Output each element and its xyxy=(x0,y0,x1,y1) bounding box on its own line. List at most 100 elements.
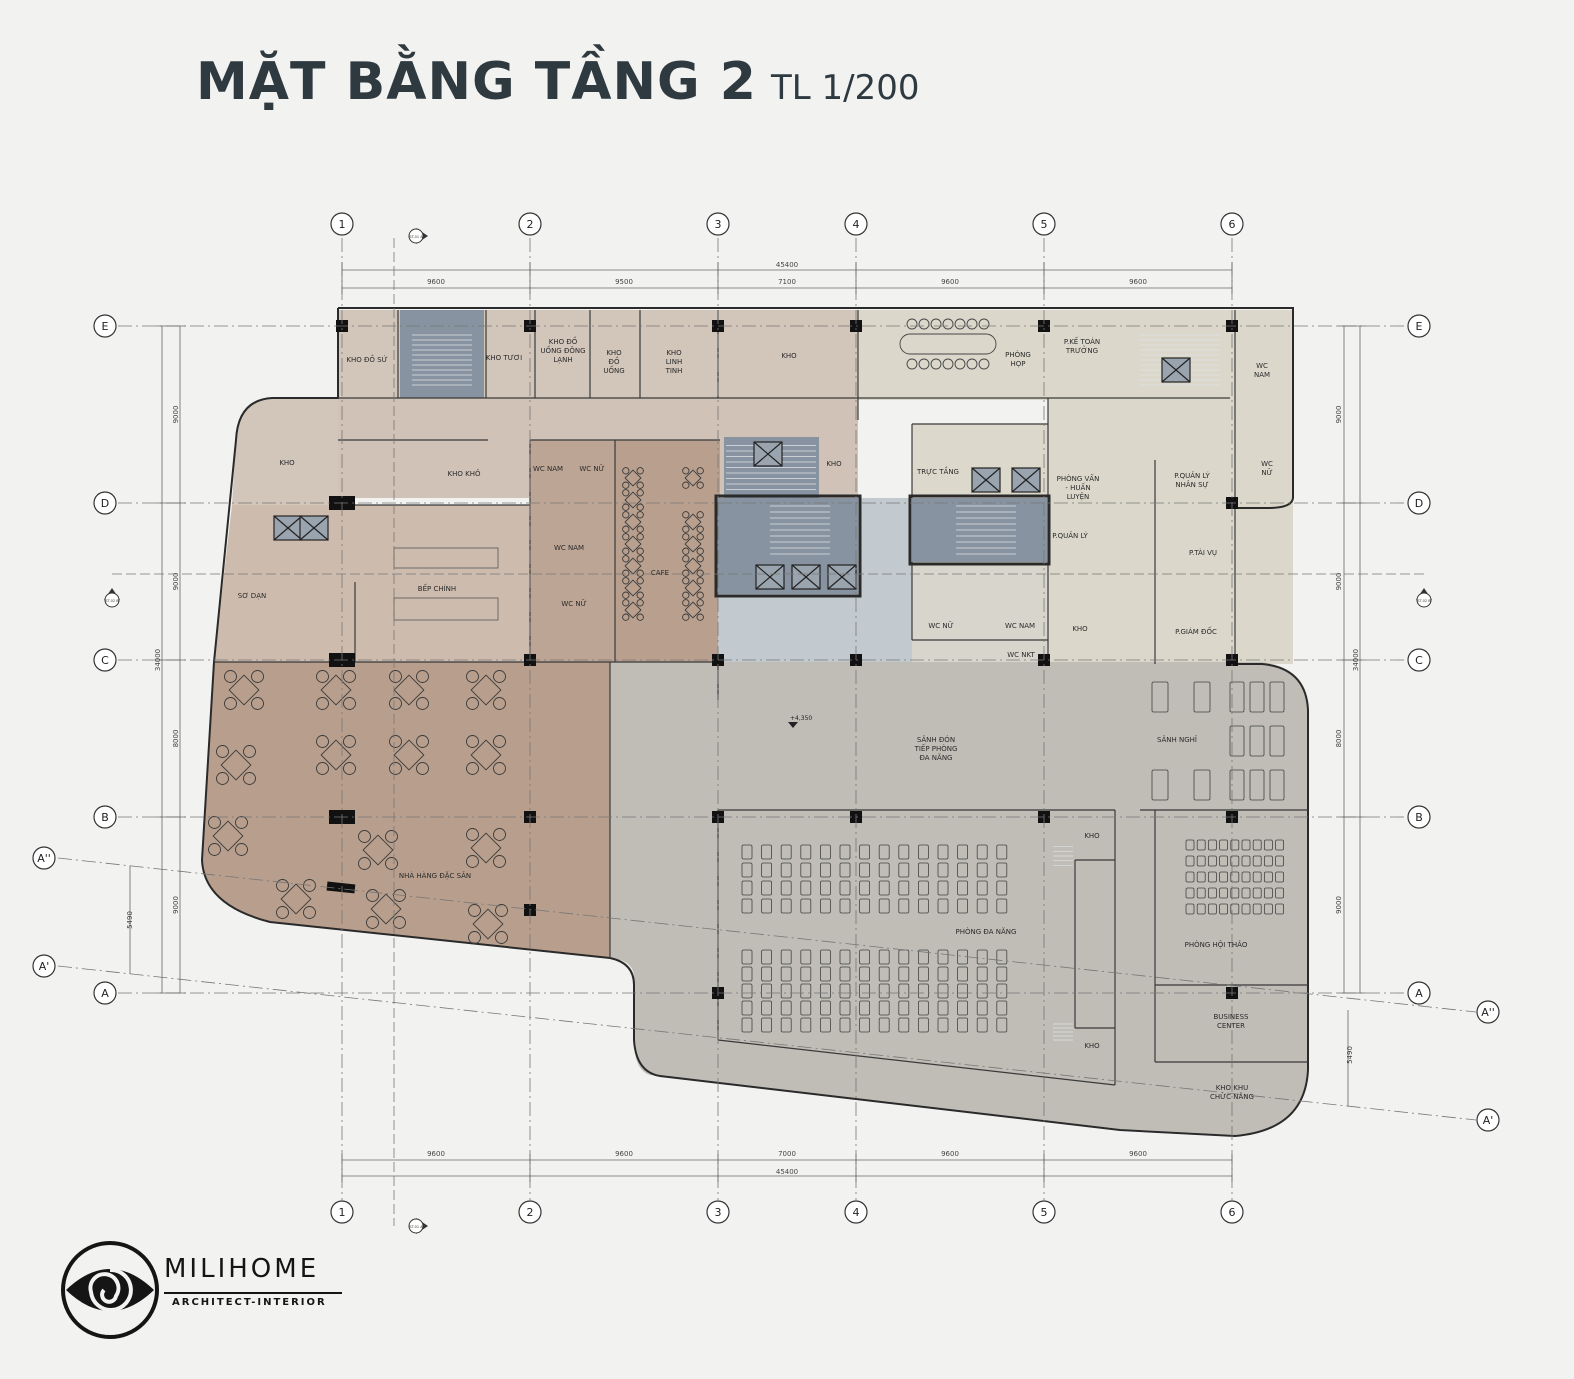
restaurant-table-9 xyxy=(358,830,398,870)
logo-brand: MILIHOME xyxy=(164,1254,320,1284)
lift-b2 xyxy=(1011,467,1041,493)
room-label-wc-nam-b: WC NAM xyxy=(554,544,584,552)
grid-bubble-left-B-label: B xyxy=(101,811,109,824)
dim-left-span-3: 9000 xyxy=(172,896,180,914)
grid-bubble-bottom-3: 3 xyxy=(706,1200,730,1224)
dim-right-span-1: 9000 xyxy=(1335,573,1343,591)
grid-bubble-right-B: B xyxy=(1407,805,1431,829)
dim-left-total: 34000 xyxy=(154,649,162,671)
grid-bubble-bottom-4: 4 xyxy=(844,1200,868,1224)
room-label-wc-nu-a: WC NỮ xyxy=(579,464,604,473)
room-label-truc-tang: TRỰC TẦNG xyxy=(916,466,959,476)
cafe-table-r-2 xyxy=(682,511,704,533)
eye-emblem xyxy=(61,1241,159,1339)
dim-bottom-span-4: 9600 xyxy=(1129,1150,1147,1158)
grid-bubble-right-C: C xyxy=(1407,648,1431,672)
grid-bubble-right-B-label: B xyxy=(1415,811,1423,824)
section-mark-bottom: ST-01 A xyxy=(408,1218,428,1234)
grid-bubble-top-6-label: 6 xyxy=(1229,218,1236,231)
grid-bubble-right-C-label: C xyxy=(1415,654,1423,667)
dim-angled-right: 5490 xyxy=(1346,1046,1354,1064)
grid-bubble-top-3-label: 3 xyxy=(715,218,722,231)
dim-bottom-span-1: 9600 xyxy=(615,1150,633,1158)
cafe-table-r-5 xyxy=(682,577,704,599)
lift-kitchen-2 xyxy=(299,515,329,541)
wall-room-s xyxy=(717,1039,1116,1086)
grid-bubble-top-1-label: 1 xyxy=(339,218,346,231)
grid-bubble-right-a2: A'' xyxy=(1476,1000,1500,1024)
room-label-wc-nkt: WC NKT xyxy=(1007,651,1035,659)
room-label-wc-nu-b: WC NỮ xyxy=(561,599,586,608)
grid-bubble-bottom-2-label: 2 xyxy=(527,1206,534,1219)
zone-wc-a xyxy=(530,440,615,662)
room-label-nha-hang-dac-san: NHÀ HÀNG ĐẶC SẢN xyxy=(399,871,471,880)
seminar-chairs xyxy=(1185,839,1284,915)
cafe-table-r-0 xyxy=(682,467,704,489)
room-label-kho-core: KHO xyxy=(826,460,842,468)
furniture xyxy=(208,318,1285,1041)
section-mark-top-label: ST-01 A xyxy=(409,235,423,239)
restaurant-table-5 xyxy=(316,735,356,775)
room-label-phong-da-nang: PHÒNG ĐA NĂNG xyxy=(956,927,1017,936)
dim-right-span-0: 9000 xyxy=(1335,406,1343,424)
milihome-logo: MILIHOME ARCHITECT-INTERIOR xyxy=(60,1240,350,1340)
restaurant-table-10 xyxy=(466,828,506,868)
dim-top-span-1: 9500 xyxy=(615,278,633,286)
grid-bubble-right-E: E xyxy=(1407,314,1431,338)
stair-core-b-treads xyxy=(956,505,1016,555)
grid-bubble-left-a1-label: A' xyxy=(39,960,50,973)
grid-bubble-left-D-label: D xyxy=(101,497,109,510)
restaurant-table-4 xyxy=(216,745,256,785)
room-label-kho-kho: KHO KHÔ xyxy=(448,469,481,478)
dim-bottom-span-2: 7000 xyxy=(778,1150,796,1158)
room-label-kho-mid: KHO xyxy=(1072,625,1088,633)
grid-bubble-left-D: D xyxy=(93,491,117,515)
zone-office-north xyxy=(858,310,1293,400)
grid-bubble-top-4: 4 xyxy=(844,212,868,236)
grid-bubble-bottom-6-label: 6 xyxy=(1229,1206,1236,1219)
room-label-so-dan: SƠ DẠN xyxy=(238,592,266,600)
grid-bubble-right-A-label: A xyxy=(1415,987,1423,1000)
section-mark-bottom-label: ST-01 A xyxy=(409,1225,423,1229)
grid-bubble-top-4-label: 4 xyxy=(853,218,860,231)
column-angled xyxy=(326,881,356,894)
dim-top-span-4: 9600 xyxy=(1129,278,1147,286)
grid-bubble-bottom-5-label: 5 xyxy=(1041,1206,1048,1219)
section-mark-top: ST-01 A xyxy=(408,228,428,244)
grid-bubble-top-2: 2 xyxy=(518,212,542,236)
grid-bubble-top-5-label: 5 xyxy=(1041,218,1048,231)
cafe-table-l-6 xyxy=(622,599,644,621)
grid-bubble-left-E-label: E xyxy=(102,320,109,333)
cafe-table-r-4 xyxy=(682,555,704,577)
room-label-wc-nu-c: WC NỮ xyxy=(928,621,953,630)
room-label-sanh-nghi: SẢNH NGHỈ xyxy=(1157,735,1197,744)
grid-bubble-bottom-4-label: 4 xyxy=(853,1206,860,1219)
section-mark-left: ST-02 B xyxy=(104,588,120,608)
zone-kho-west xyxy=(232,398,338,505)
lift-a1 xyxy=(755,564,785,590)
dim-top-total: 45400 xyxy=(776,261,798,269)
wall-outline-north xyxy=(338,307,1294,509)
grid-bubble-bottom-3-label: 3 xyxy=(715,1206,722,1219)
grid-line-a1 xyxy=(57,965,1477,1121)
room-label-kho-b2: KHO xyxy=(1084,1042,1100,1050)
room-label-cafe: CAFE xyxy=(651,569,669,577)
stage-steps-top xyxy=(1053,846,1073,866)
grid-bubble-bottom-1: 1 xyxy=(330,1200,354,1224)
room-label-wc-nam-c: WC NAM xyxy=(1005,622,1035,630)
cafe-table-l-0 xyxy=(622,467,644,489)
zone-kitchen xyxy=(214,505,530,662)
dim-bottom-span-0: 9600 xyxy=(427,1150,445,1158)
room-label-p-tai-vu: P.TÀI VỤ xyxy=(1189,548,1217,557)
room-label-kho-left: KHO xyxy=(279,459,295,467)
